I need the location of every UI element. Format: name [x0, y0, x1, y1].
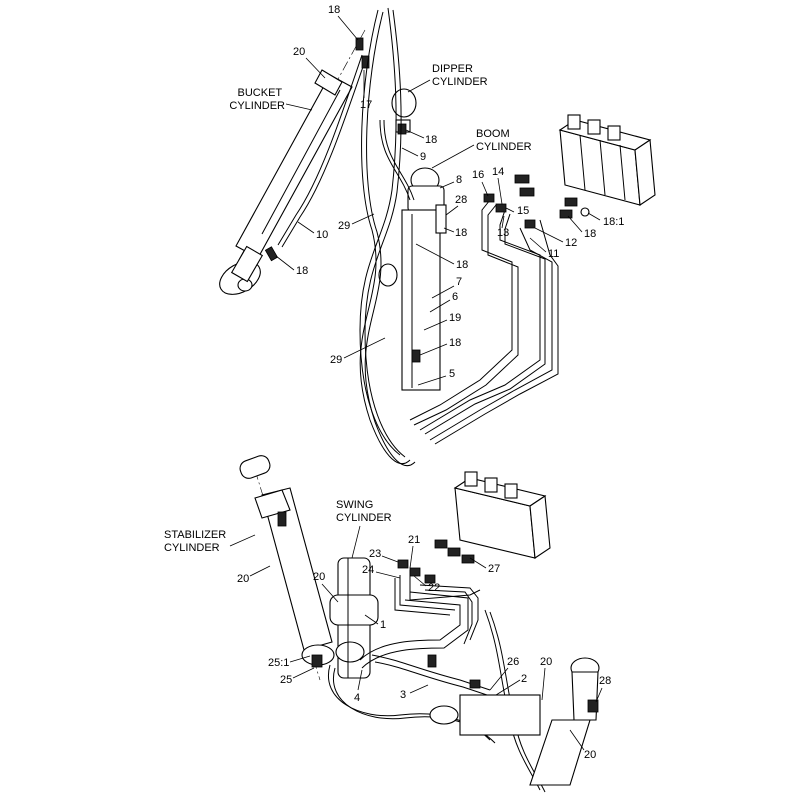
callout: 11 [548, 248, 559, 260]
callout: 10 [316, 229, 328, 241]
callout: 2 [521, 673, 527, 685]
boom-cylinder-label: BOOM CYLINDER [476, 128, 532, 153]
callout: 26 [507, 656, 519, 668]
callout: 27 [488, 563, 500, 575]
callout: 28 [455, 194, 467, 206]
callout: 15 [517, 205, 529, 217]
callout: 18 [455, 227, 467, 239]
callout: 3 [400, 689, 406, 701]
callout: 20 [584, 749, 596, 761]
callout: 9 [420, 151, 426, 163]
callout: 18 [449, 337, 461, 349]
assembly-labels: BUCKET CYLINDER DIPPER CYLINDER BOOM CYL… [164, 63, 532, 559]
dipper-cylinder-label: DIPPER CYLINDER [432, 63, 488, 88]
stabilizer-cylinder-label: STABILIZER CYLINDER [164, 529, 229, 554]
callout: 25:1 [268, 657, 289, 669]
callout: 21 [408, 534, 420, 546]
callout: 4 [354, 692, 360, 704]
callout: 25 [280, 674, 292, 686]
callout: 12 [565, 237, 577, 249]
lower-hydraulic-assembly [239, 455, 600, 793]
callout: 19 [449, 312, 461, 324]
callout: 18 [328, 4, 340, 16]
swing-cylinder-label: SWING CYLINDER [336, 499, 392, 524]
upper-hydraulic-assembly [219, 7, 656, 467]
control-valve-upper [514, 114, 656, 219]
callout: 14 [492, 166, 504, 178]
callout: 6 [452, 291, 458, 303]
callout: 28 [599, 675, 611, 687]
tube-bundle-to-valve [409, 193, 559, 445]
right-stabilizer-drawing [429, 657, 600, 786]
callout: 8 [456, 174, 462, 186]
callout-numbers: 18 20 17 18 9 8 16 14 15 13 12 11 18 18:… [237, 4, 624, 761]
callout: 23 [369, 548, 381, 560]
callout: 24 [362, 564, 374, 576]
callout: 18 [456, 259, 468, 271]
dipper-cylinder-drawing [391, 88, 417, 135]
swing-cylinder-drawing [329, 557, 379, 679]
bucket-cylinder-label: BUCKET CYLINDER [229, 87, 285, 112]
callout: 16 [472, 169, 484, 181]
callout: 18:1 [603, 216, 624, 228]
callout: 18 [296, 265, 308, 277]
stabilizer-cylinder-drawing [239, 455, 335, 681]
callout: 20 [313, 571, 325, 583]
hose-bundle-left [359, 7, 416, 467]
callout: 1 [380, 619, 386, 631]
callout: 22 [428, 582, 440, 594]
callout: 29 [330, 354, 342, 366]
callout: 20 [540, 656, 552, 668]
callout: 7 [456, 276, 462, 288]
callout: 18 [425, 134, 437, 146]
callout: 5 [449, 368, 455, 380]
callout: 13 [497, 227, 509, 239]
bucket-cylinder-drawing [219, 29, 370, 295]
callout: 20 [237, 573, 249, 585]
callout: 20 [293, 46, 305, 58]
callout: 17 [360, 99, 372, 111]
callout: 29 [338, 220, 350, 232]
control-valve-lower [397, 471, 551, 584]
boom-cylinder-drawing [378, 167, 447, 391]
callout: 18 [584, 228, 596, 240]
